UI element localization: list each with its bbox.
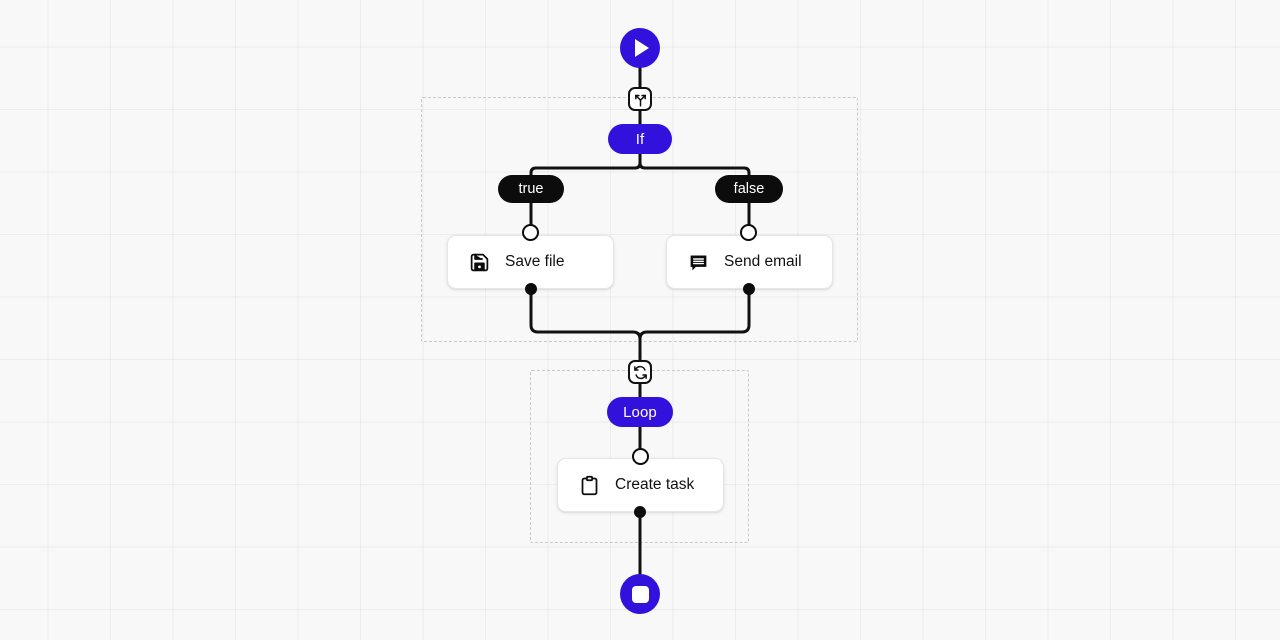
branch-label-true[interactable]: true (498, 175, 564, 203)
if-node-label: If (635, 130, 645, 148)
branch-true-label: true (518, 181, 544, 197)
save-file-node[interactable]: Save file (447, 235, 614, 289)
clipboard-icon (578, 474, 600, 496)
if-node[interactable]: If (608, 124, 672, 154)
message-bubble-icon (687, 251, 709, 273)
loop-marker[interactable] (628, 360, 652, 384)
play-icon (635, 39, 649, 57)
split-branch-icon (634, 94, 646, 106)
start-node[interactable] (620, 28, 660, 68)
loop-node[interactable]: Loop (607, 397, 673, 427)
end-node[interactable] (620, 574, 660, 614)
branch-label-false[interactable]: false (715, 175, 783, 203)
create-task-output-port[interactable] (634, 506, 646, 518)
send-email-label: Send email (724, 253, 802, 270)
save-file-label: Save file (505, 253, 565, 270)
branch-false-label: false (733, 181, 765, 197)
create-task-input-port[interactable] (632, 448, 649, 465)
send-email-node[interactable]: Send email (666, 235, 833, 289)
stop-icon (631, 585, 649, 603)
refresh-loop-icon (633, 365, 647, 379)
floppy-disk-save-icon (468, 251, 490, 273)
save-file-output-port[interactable] (525, 283, 537, 295)
loop-node-label: Loop (623, 403, 657, 421)
create-task-node[interactable]: Create task (557, 458, 724, 512)
create-task-label: Create task (615, 476, 695, 493)
save-file-input-port[interactable] (522, 224, 539, 241)
send-email-input-port[interactable] (740, 224, 757, 241)
split-branch-marker[interactable] (628, 87, 652, 111)
send-email-output-port[interactable] (743, 283, 755, 295)
